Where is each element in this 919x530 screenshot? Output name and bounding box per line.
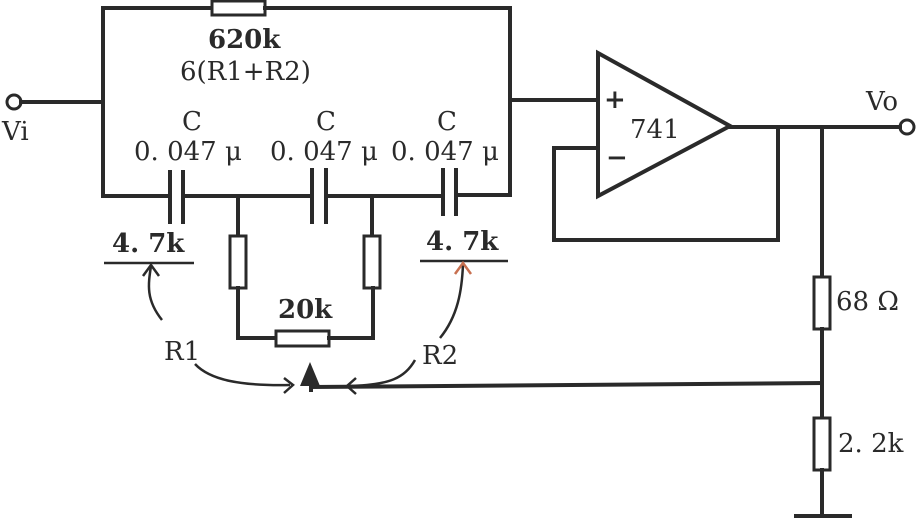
- opamp-741: [596, 49, 735, 200]
- r2-value-label: 4. 7k: [426, 227, 499, 257]
- r2-name-label: R2: [422, 341, 458, 371]
- r1-to-wiper-arrow: [194, 363, 291, 387]
- r-top-value-label: 620k: [208, 25, 281, 55]
- r1-curve-arrow: [147, 265, 163, 321]
- vout-label: Vo: [865, 87, 898, 117]
- r-top-formula-label: 6(R1+R2): [180, 57, 311, 87]
- r2-curve-arrow: [439, 263, 465, 339]
- cap1-name-label: C: [182, 107, 202, 137]
- r-2k2-label: 2. 2k: [838, 429, 904, 459]
- cap3-value-label: 0. 047 μ: [391, 137, 499, 167]
- opamp-minus-label: −: [606, 143, 628, 173]
- pot-value-label: 20k: [278, 295, 333, 325]
- output-terminal: [898, 118, 916, 136]
- vin-label: Vi: [1, 117, 29, 147]
- r2-to-wiper-arrow: [347, 359, 417, 388]
- shunt-resistor-right: [362, 234, 382, 290]
- resistor-68-ohm: [812, 275, 832, 331]
- shunt-resistor-left: [228, 234, 248, 290]
- resistor-2k2: [812, 416, 832, 472]
- opamp-model-label: 741: [630, 115, 680, 145]
- cap2-value-label: 0. 047 μ: [270, 137, 378, 167]
- r1-name-label: R1: [164, 337, 200, 367]
- cap3-name-label: C: [437, 107, 457, 137]
- wiper-feedback-wire: [308, 380, 825, 390]
- resistor-620k: [210, 0, 267, 17]
- cap1-value-label: 0. 047 μ: [134, 137, 242, 167]
- wiper-arrow-icon: [300, 362, 320, 386]
- r1-value-label: 4. 7k: [112, 229, 185, 259]
- opamp-plus-label: +: [604, 85, 626, 115]
- potentiometer-20k: [274, 329, 331, 348]
- r-68-label: 68 Ω: [836, 287, 899, 317]
- cap2-name-label: C: [316, 107, 336, 137]
- input-terminal: [5, 93, 23, 111]
